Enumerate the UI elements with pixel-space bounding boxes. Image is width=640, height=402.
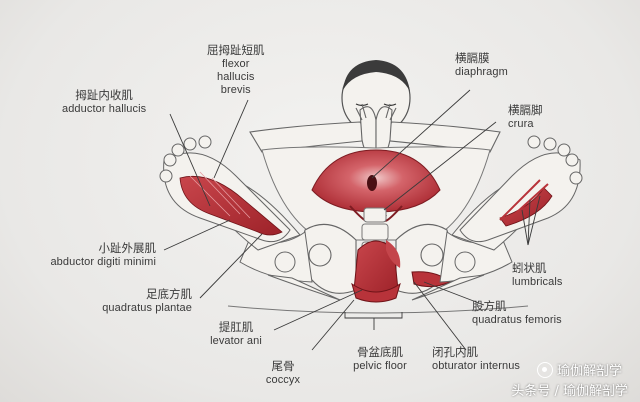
label-lumbricals: 蚓状肌 lumbricals [512,261,563,289]
watermark-top-text: 瑜伽解剖学 [556,364,622,379]
label-en: abductor digiti minimi [50,255,156,268]
label-en: adductor hallucis [62,102,147,115]
label-en: obturator internus [432,359,521,372]
label-diaphragm: 横膈膜 diaphragm [455,51,508,79]
label-en: levator ani [210,334,262,347]
label-adductor-hallucis: 拇趾内收肌 adductor hallucis [62,88,147,116]
watermark-bottom: 头条号 / 瑜伽解剖学 [511,384,628,399]
label-en: brevis [220,83,251,96]
floor-line [227,305,529,314]
label-levator-ani: 提肛肌 levator ani [204,320,268,348]
pelvic-floor-muscles [351,240,451,303]
label-crura: 横膈脚 crura [508,103,543,131]
label-coccyx: 尾骨 coccyx [258,359,308,387]
label-en: quadratus plantae [102,301,192,314]
label-pelvic-floor: 骨盆底肌 pelvic floor [342,345,418,373]
label-zh: 横膈脚 [508,103,543,117]
right-foot [459,135,583,243]
label-zh: 蚓状肌 [512,261,547,275]
label-abductor-digiti-minimi: 小趾外展肌 abductor digiti minimi [10,241,157,269]
label-en: coccyx [265,373,301,386]
label-zh: 骨盆底肌 [357,345,403,359]
toutiao-logo-icon [536,361,553,378]
label-zh: 小趾外展肌 [98,241,157,255]
label-zh: 尾骨 [271,359,295,373]
left-foot [159,135,291,243]
label-quadratus-plantae: 足底方肌 quadratus plantae [70,287,192,315]
label-zh: 屈拇趾短肌 [207,43,265,57]
label-zh: 拇趾内收肌 [75,88,133,102]
watermark-top: 瑜伽解剖学 [536,360,622,379]
label-en: diaphragm [455,65,508,78]
label-en: pelvic floor [353,359,407,372]
label-en: quadratus femoris [472,313,562,326]
label-zh: 横膈膜 [455,51,490,65]
label-en: hallucis [217,70,255,83]
label-en: lumbricals [512,275,563,288]
label-quadratus-femoris: 股方肌 quadratus femoris [472,299,562,327]
leader-lines [163,89,541,351]
label-zh: 提肛肌 [218,320,254,334]
label-zh: 闭孔内肌 [432,345,478,359]
label-obturator-internus: 闭孔内肌 obturator internus [432,345,521,373]
label-en: flexor [222,57,250,70]
label-flexor-hallucis-brevis: 屈拇趾短肌 flexor hallucis brevis [207,43,265,96]
label-zh: 足底方肌 [146,287,192,301]
label-en: crura [508,117,534,130]
label-zh: 股方肌 [472,299,507,313]
